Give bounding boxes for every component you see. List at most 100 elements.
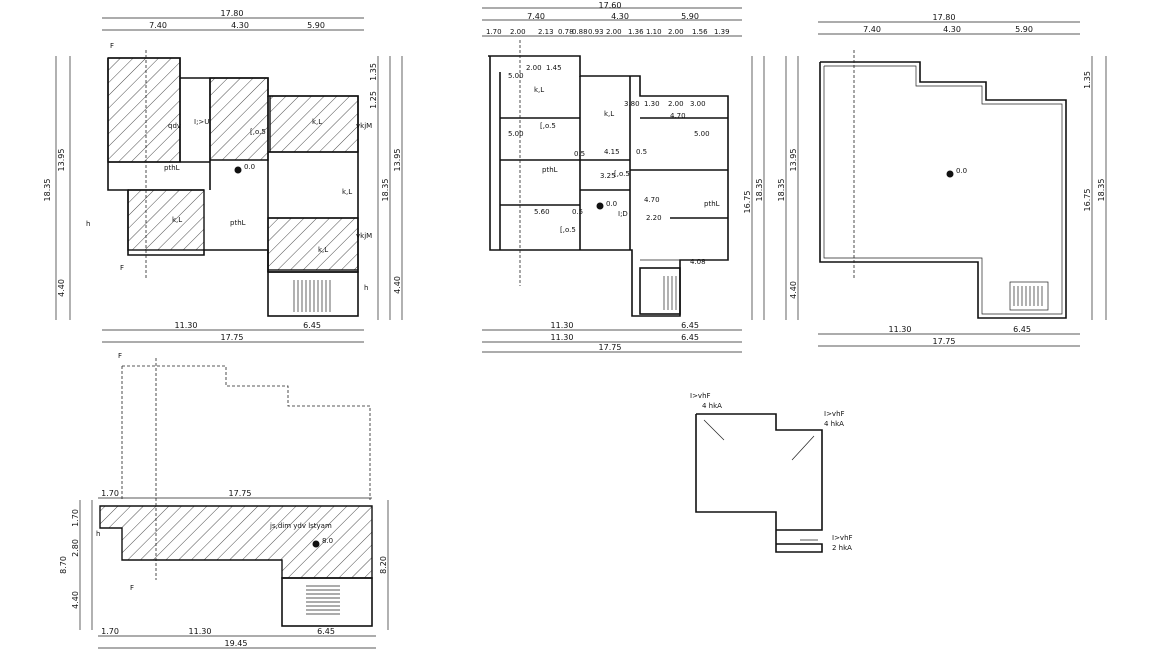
terrace-stair [281,577,373,627]
r-level-value: 0.0 [956,167,967,175]
f-dim-s6: 0.93 [588,28,604,36]
roof-plan: 17.80 7.40 4.30 5.90 0.0 18.35 13.95 4.4… [777,13,1107,347]
r-dim-bottom-2: 6.45 [1013,325,1031,334]
t-dim-left-1: 1.70 [71,509,80,527]
r-dim-top-2: 4.30 [943,25,961,34]
f-inner-6: 4.15 [604,148,620,156]
f-room-8: pthL [704,200,720,208]
f-dim-s9: 1.10 [646,28,662,36]
room-label-6: pthL [164,164,180,172]
f-dim-top-1: 7.40 [527,12,545,21]
dim-top-3: 5.90 [307,21,325,30]
dim-left-1: 13.95 [57,149,66,172]
t-dim-bottom-3: 6.45 [317,627,335,636]
f-inner-18: 0.5 [572,208,583,216]
f-inner-3: 1.45 [546,64,562,72]
dim-bottom-2: 6.45 [303,321,321,330]
first-floor-plan: 17.60 7.40 4.30 5.90 1.70 2.00 2.13 0.78… [482,1,765,353]
f-inner-15: 2.00 [668,100,684,108]
stair [267,271,359,317]
room-label-8: I;>U [194,118,209,126]
t-dim-bottom-2: 11.30 [189,627,212,636]
room-hatch-1 [107,57,181,163]
f-dim-bottom-total: 17.75 [599,343,622,352]
r-dim-right-3: 18.35 [1097,179,1106,202]
t-dim-left-3: 4.40 [71,591,80,609]
t-section-bottom: F [130,584,134,592]
f-dim-bottom-3: 11.30 [551,333,574,342]
t-level-marker [312,540,320,548]
r-dim-left-2: 4.40 [789,281,798,299]
section-mark-bottom: F [120,264,124,272]
room-label-3: k,L [342,188,352,196]
f-dim-top-total: 17.60 [599,1,622,10]
f-level-marker [596,202,604,210]
f-inner-12: 3.25 [600,172,616,180]
f-room-7: pthL [542,166,558,174]
dim-top-total: 17.80 [221,9,244,18]
r-dim-top-3: 5.90 [1015,25,1033,34]
terrace-plan: F F h 1.70 17.75 js,dim ydv lstyam 8.0 1… [59,352,389,649]
r-dim-top-total: 17.80 [933,13,956,22]
room-label-5: [,o.5 [250,128,266,136]
room-label-7: pthL [230,219,246,227]
dim-right-5: 4.40 [393,276,402,294]
f-room-3: [,o.5 [540,122,556,130]
terrace-stair-treads [306,585,340,615]
f-dim-s7: 2.00 [606,28,622,36]
f-inner-9: 5.00 [694,130,710,138]
f-dim-s3: 2.13 [538,28,554,36]
f-inner-8: 4.70 [670,112,686,120]
f-inner-7: 3.80 [624,100,640,108]
f-room-5: [,o.5 [560,226,576,234]
t-dim-top-2: 17.75 [229,489,252,498]
f-inner-2: 2.00 [526,64,542,72]
f-inner-19: 0.5 [636,148,647,156]
r-dim-bottom-total: 17.75 [933,337,956,346]
f-room-2: k,L [604,110,614,118]
room-label-1: k,L [312,118,322,126]
dim-right-3: 18.35 [381,179,390,202]
stair-treads [293,280,331,312]
f-inner-1: 5.00 [508,72,524,80]
dim-left-2: 4.40 [57,279,66,297]
t-dim-top-1: 1.70 [101,489,119,498]
f-dim-s12: 1.39 [714,28,730,36]
f-inner-10: 4.70 [644,196,660,204]
r-level-marker [946,170,954,178]
ground-floor-plan: 17.80 7.40 4.30 5.90 18.35 13.95 4.40 1.… [43,9,403,343]
f-inner-4: 5.00 [508,130,524,138]
f-dim-s4: 0.78 [558,28,574,36]
t-dim-bottom-1: 1.70 [101,627,119,636]
t-dim-left-4: 8.70 [59,556,68,574]
detail-note-4: 4 hkA [824,420,844,428]
r-dim-bottom-1: 11.30 [889,325,912,334]
dim-right-4: 13.95 [393,149,402,172]
f-dim-s11: 1.56 [692,28,708,36]
f-dim-right-1: 18.35 [755,179,764,202]
terrace-label: js,dim ydv lstyam [269,522,332,530]
detail-note-5: I>vhF [832,534,853,542]
dim-bottom-total: 17.75 [221,333,244,342]
f-dim-top-3: 5.90 [681,12,699,21]
f-inner-14: 1.30 [644,100,660,108]
f-inner-17: 0.5 [574,150,585,158]
f-dim-right-2: 16.75 [743,191,752,214]
t-section-h: h [96,530,100,538]
first-stair-treads [663,276,677,310]
f-room-6: I;D [618,210,628,218]
room-label-4: k,L [318,246,328,254]
dim-top-1: 7.40 [149,21,167,30]
detail-note-2: 4 hkA [702,402,722,410]
f-dim-top-2: 4.30 [611,12,629,21]
f-room-1: k,L [534,86,544,94]
t-dim-bottom-total: 19.45 [225,639,248,648]
terrace-slab [99,505,373,579]
section-mark-h: h [86,220,90,228]
detail-note-6: 2 hkA [832,544,852,552]
roof-stair-treads [1013,286,1043,306]
section-mark-h2: h [364,284,368,292]
room-label-9: qdv [168,122,181,130]
f-room-4: [,o.5 [614,170,630,178]
